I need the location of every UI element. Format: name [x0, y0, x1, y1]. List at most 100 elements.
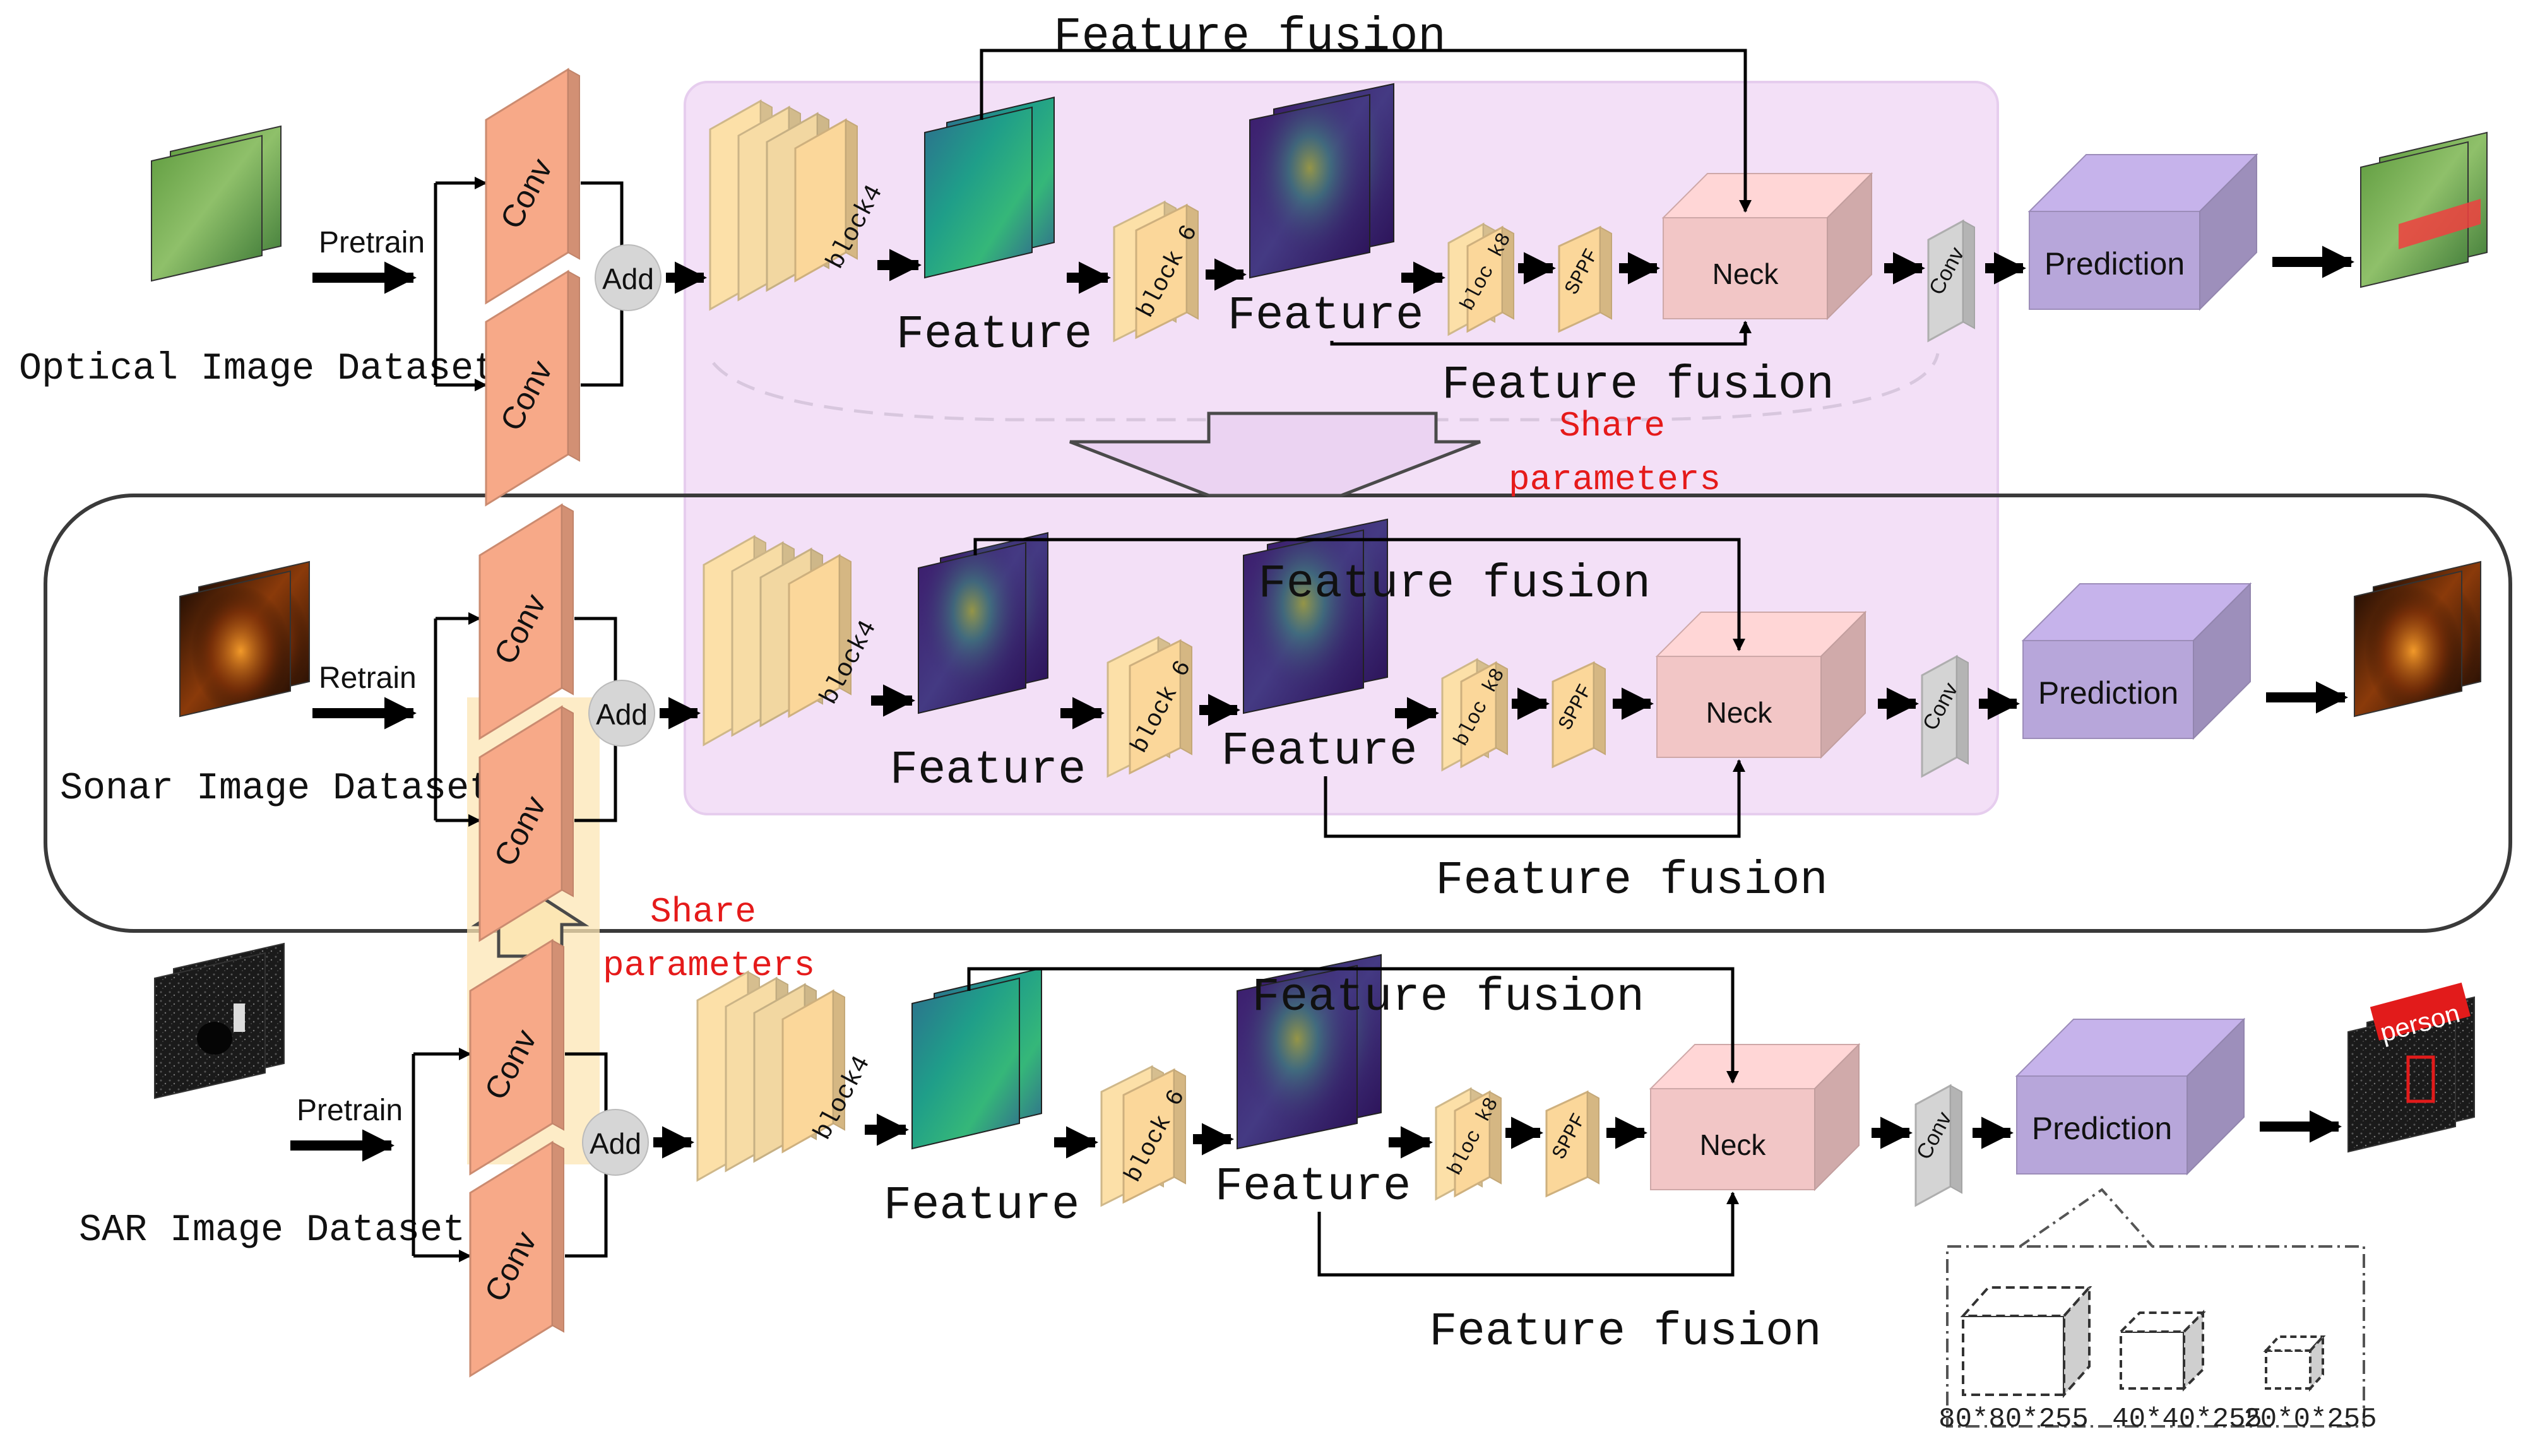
row2-feature-b-map — [1243, 518, 1388, 714]
row3-conv-b — [469, 1140, 564, 1378]
scale-cube-large — [1960, 1284, 2092, 1399]
row3-prediction-cube-side — [2187, 1017, 2245, 1176]
row3-fusion-top-label: Feature fusion — [1252, 971, 1644, 1024]
row3-conv-a — [469, 938, 564, 1176]
row2-neck-cube-side — [1820, 610, 1866, 759]
row1-block8-front — [1466, 225, 1514, 333]
scale-label-40: 40*40*255 — [2112, 1404, 2262, 1435]
row3-train-label: Pretrain — [297, 1094, 403, 1127]
row2-conv-b — [478, 705, 574, 942]
share-backbone-line1: Share — [1559, 406, 1665, 446]
row1-add-label: Add — [602, 263, 654, 295]
row2-conv-b-side — [561, 706, 574, 897]
row1-fusion-bottom-line — [1330, 321, 1752, 346]
row3-input-target-shadow — [197, 1022, 232, 1055]
row2-add-node — [588, 680, 655, 747]
row1-add-node — [595, 244, 662, 311]
row2-input-glow-0 — [180, 571, 290, 716]
share-conv-line1: Share — [650, 892, 756, 932]
row1-feature-a-map — [924, 96, 1055, 279]
row3-feature-a-label: Feature — [884, 1180, 1080, 1233]
row2-feature-b-map-hot-0 — [1243, 530, 1363, 713]
row2-small-conv — [1921, 654, 1969, 778]
row1-feature-b-map — [1249, 83, 1394, 279]
row3-neck-cube — [1649, 1043, 1861, 1192]
row1-conv-b-side — [567, 270, 580, 462]
row2-block8-front-side — [1495, 661, 1508, 755]
row1-block4-layer-3 — [794, 118, 858, 283]
row3-conv-b-side — [552, 1141, 564, 1333]
row2-neck-label: Neck — [1706, 696, 1773, 729]
row3-feature-b-map — [1237, 954, 1382, 1150]
row1-input-image-0 — [151, 134, 263, 282]
row1-block4-layer-3-side — [845, 119, 858, 260]
row2-output-image-stack — [2354, 560, 2481, 718]
row1-sppf-block — [1558, 225, 1612, 333]
row1-block6-front-side — [1186, 204, 1199, 320]
row2-block6-front — [1129, 639, 1192, 775]
row1-neck-cube — [1661, 172, 1873, 321]
row3-feature-a-map-layer-0 — [911, 977, 1020, 1150]
row3-add-label: Add — [590, 1127, 641, 1160]
row2-conv-a — [478, 503, 574, 740]
row1-conv-a — [485, 68, 580, 305]
row2-block8-front — [1460, 661, 1508, 769]
row2-dataset-label: Sonar Image Dataset — [60, 767, 492, 810]
detail-callout-lines — [2019, 1188, 2154, 1248]
row1-feature-b-map-hot-0 — [1250, 95, 1370, 278]
row2-prediction-cube-side — [2193, 582, 2251, 740]
row3-neck-label: Neck — [1700, 1128, 1767, 1161]
row3-input-image-stack — [154, 942, 285, 1099]
row2-block4-layer-3-side — [839, 554, 852, 695]
scale-label-20: 20*0*255 — [2243, 1404, 2377, 1435]
row1-prediction-label: Prediction — [2044, 246, 2185, 281]
row3-block8-front — [1454, 1090, 1502, 1198]
row3-feature-b-map-hot-0 — [1237, 966, 1357, 1149]
row2-output-glow-0 — [2354, 571, 2462, 716]
row1-train-label: Pretrain — [319, 226, 425, 259]
row2-feature-a-map-hot-0 — [918, 543, 1026, 713]
row-2: Sonar Image DatasetRetrainConvConvAddblo… — [60, 503, 2481, 942]
row3-conv-a-side — [552, 939, 564, 1131]
row2-input-image-stack — [179, 560, 310, 718]
row3-block6-front-side — [1173, 1068, 1186, 1185]
share-conv-line2: parameters — [603, 945, 815, 986]
row3-prediction-cube — [2015, 1017, 2246, 1176]
row3-fusion-top-line — [967, 967, 1739, 1084]
row3-small-conv — [1914, 1084, 1962, 1207]
row2-feature-b-label: Feature — [1221, 725, 1418, 778]
row3-block4-layer-3-side — [833, 990, 845, 1131]
row2-fusion-top-label: Feature fusion — [1258, 558, 1651, 611]
row2-conv-a-side — [561, 504, 574, 695]
row1-block6-front — [1135, 203, 1199, 340]
row2-feature-a-label: Feature — [890, 744, 1086, 797]
row1-fusion-top-line — [980, 49, 1752, 213]
row2-sppf-block — [1552, 661, 1606, 769]
row1-conv-a-side — [567, 68, 580, 260]
scale-cube-medium — [2118, 1310, 2206, 1392]
row1-feature-a-map-layer-0 — [924, 106, 1033, 279]
row1-output-image-stack — [2360, 131, 2488, 288]
row2-small-conv-side — [1956, 655, 1969, 765]
scale-cube-small — [2263, 1333, 2326, 1392]
row3-input-target — [234, 1003, 245, 1032]
row1-fusion-top-label: Feature fusion — [1053, 11, 1446, 64]
row3-block8-front-side — [1489, 1091, 1502, 1185]
row1-feature-a-label: Feature — [896, 309, 1093, 362]
row1-block8-front-side — [1502, 226, 1514, 320]
row2-sppf-block-side — [1593, 661, 1606, 755]
row3-block6-front — [1122, 1068, 1186, 1204]
row1-dataset-label: Optical Image Dataset — [19, 348, 496, 391]
share-backbone-line2: parameters — [1509, 459, 1721, 500]
row3-sppf-block — [1545, 1090, 1599, 1198]
row2-block6-front-side — [1180, 639, 1192, 755]
row3-feature-b-label: Feature — [1215, 1161, 1411, 1214]
row2-fusion-top-line — [973, 538, 1745, 651]
row3-block4-layer-3 — [781, 989, 845, 1154]
row3-add-node — [582, 1109, 649, 1176]
row2-neck-cube — [1655, 610, 1867, 759]
row3-sppf-block-side — [1587, 1091, 1599, 1185]
